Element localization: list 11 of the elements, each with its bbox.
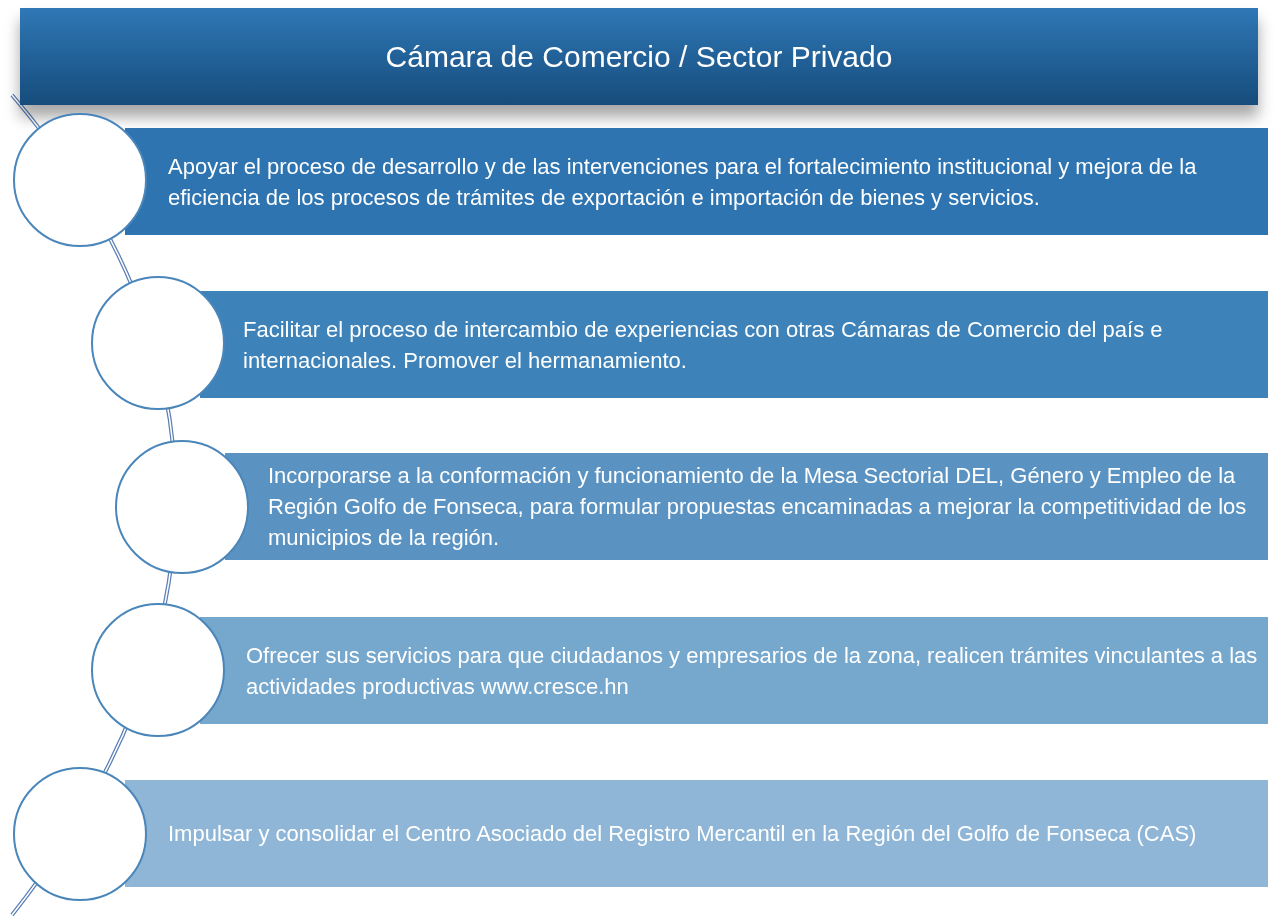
list-bar	[125, 128, 1268, 235]
list-bar	[125, 780, 1268, 887]
bar-text: Facilitar el proceso de intercambio de experiencias con otras Cámaras de Comercio del país e internacionales. Promover el hermanamiento.	[243, 315, 1164, 375]
list-bar	[200, 291, 1268, 398]
bar-text: Ofrecer sus servicios para que ciudadanos y empresarios de la zona, realicen trámites vinculantes a las actividades productivas www.cresce.hn	[246, 641, 1259, 701]
bar-text: Apoyar el proceso de desarrollo y de las intervenciones para el fortalecimiento institucional y mejora de la eficiencia de los procesos de trámites de exportación e importación de bienes y servicios.	[168, 152, 1198, 212]
bar-text: Impulsar y consolidar el Centro Asociado del Registro Mercantil en la Región del Golfo de Fonseca (CAS)	[168, 820, 1197, 848]
list-bar	[225, 453, 1268, 560]
title-banner: Cámara de Comercio / Sector Privado	[20, 8, 1258, 105]
bar-text: Incorporarse a la conformación y funcionamiento de la Mesa Sectorial DEL, Género y Empleo de la Región Golfo de Fonseca, para formular propuestas encaminadas a mejorar la competitividad de los municipios de la región.	[268, 462, 1248, 552]
list-bar	[200, 617, 1268, 724]
